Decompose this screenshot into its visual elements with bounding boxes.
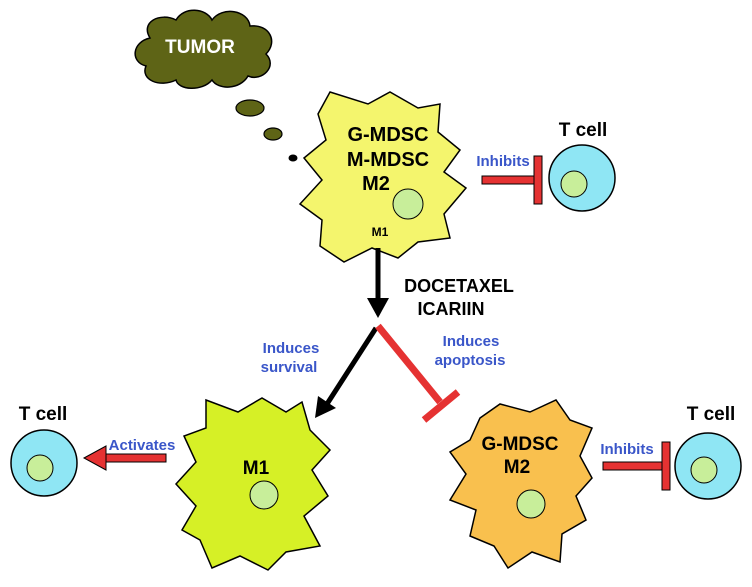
inhibit-bar-shaft-bottom: [602, 461, 666, 471]
treatment-arrow: DOCETAXEL ICARIIN: [367, 248, 514, 319]
induces-apoptosis-line-2: apoptosis: [435, 352, 506, 369]
inhibits-label-top: Inhibits: [476, 153, 529, 170]
induces-survival-line-1: Induces: [263, 340, 320, 357]
survival-arrow-shaft: [324, 326, 379, 406]
activates-arrow-shaft: [103, 453, 167, 463]
bottom-right-myeloid-cell: G-MDSC M2: [448, 399, 594, 570]
t-cell-top-right: T cell: [548, 120, 616, 212]
m1-cell-label: M1: [243, 458, 270, 479]
survival-arrow: Induces survival: [261, 326, 379, 418]
treatment-line-1: DOCETAXEL: [404, 276, 514, 296]
top-myeloid-cell: G-MDSC M-MDSC M2 M1: [298, 91, 468, 263]
top-cell-shape: [298, 91, 468, 263]
induces-apoptosis-line-1: Induces: [443, 333, 500, 350]
top-cell-label-line-1: G-MDSC: [347, 124, 428, 146]
inhibit-bar-cap-top: [533, 155, 543, 205]
survival-arrow-head: [315, 396, 336, 418]
activates-arrow: Activates: [82, 437, 176, 471]
tumor-cloud-shape: [134, 9, 273, 89]
tumor-label: TUMOR: [165, 37, 235, 58]
orange-cell-label-line-2: M2: [504, 457, 530, 478]
t-cell-label-bottom-right: T cell: [687, 404, 736, 425]
m1-cell-shape: [174, 397, 332, 571]
apoptosis-inhibit: Induces apoptosis: [375, 323, 506, 423]
thought-bubble-medium: [263, 127, 283, 141]
activates-arrow-head: [82, 445, 107, 471]
inhibit-bar-cap-bottom: [661, 441, 671, 491]
thought-bubble-large: [235, 99, 265, 117]
top-cell-small-label: M1: [372, 225, 389, 239]
top-cell-label-line-2: M-MDSC: [347, 149, 429, 171]
apoptosis-inhibit-shaft: [375, 323, 443, 405]
orange-cell-nucleus: [516, 489, 546, 519]
inhibit-bar-shaft-top: [481, 175, 539, 185]
t-cell-bottom-right: T cell: [674, 404, 742, 500]
t-cell-nucleus-bottom-right: [690, 456, 718, 484]
t-cell-nucleus-bottom-left: [26, 454, 54, 482]
t-cell-label-top-right: T cell: [559, 120, 608, 141]
treatment-line-2: ICARIIN: [418, 299, 485, 319]
thought-bubble-small: [288, 154, 298, 162]
m1-cell: M1: [174, 397, 332, 571]
tumor-cloud: TUMOR: [134, 9, 273, 89]
t-cell-bottom-left: T cell: [10, 404, 78, 497]
apoptosis-inhibit-cap: [421, 389, 461, 423]
top-cell-nucleus: [392, 188, 424, 220]
top-cell-label-line-3: M2: [362, 173, 390, 195]
m1-cell-nucleus: [249, 480, 279, 510]
inhibit-arrow-top: Inhibits: [476, 153, 543, 205]
t-cell-label-bottom-left: T cell: [19, 404, 68, 425]
induces-survival-line-2: survival: [261, 359, 318, 376]
treatment-arrow-head: [367, 298, 389, 318]
t-cell-nucleus-top-right: [560, 170, 588, 198]
inhibit-arrow-bottom: Inhibits: [600, 441, 671, 491]
orange-cell-shape: [448, 399, 594, 570]
orange-cell-label-line-1: G-MDSC: [481, 434, 558, 455]
inhibits-label-bottom: Inhibits: [600, 441, 653, 458]
activates-label: Activates: [109, 437, 176, 454]
thought-bubbles: [235, 99, 298, 162]
